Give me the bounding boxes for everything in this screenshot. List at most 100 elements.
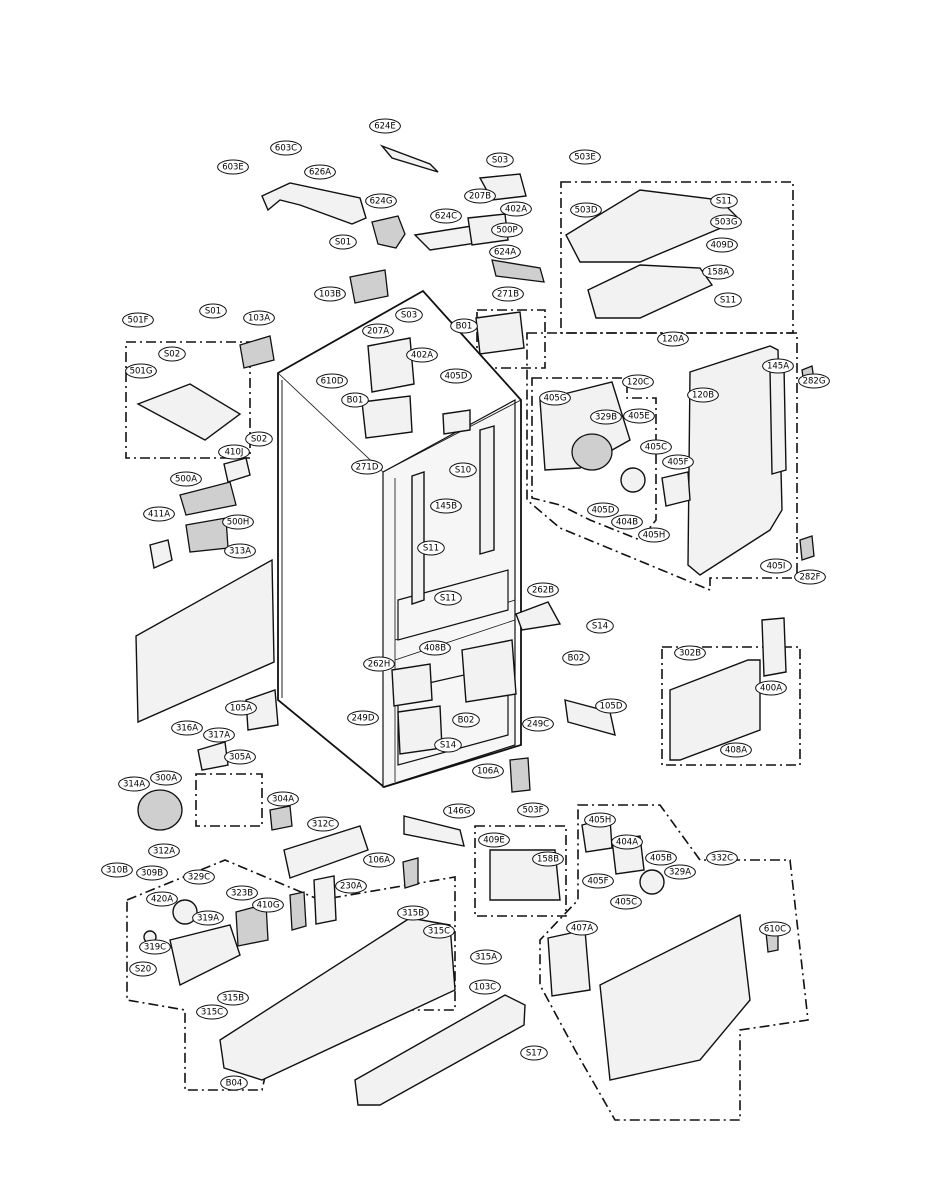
callout-label: 310B <box>106 866 128 876</box>
part-callout: 411A <box>143 506 175 522</box>
part-callout: S11 <box>434 590 462 606</box>
callout-ellipse <box>566 920 598 936</box>
callout-ellipse <box>101 862 133 878</box>
part-callout: 624A <box>489 244 521 260</box>
callout-label: 103B <box>319 290 341 300</box>
part-callout: 501G <box>125 363 157 379</box>
callout-label: S03 <box>492 156 508 166</box>
callout-ellipse <box>755 680 787 696</box>
callout-label: 405F <box>667 458 688 468</box>
callout-label: 314A <box>123 780 145 790</box>
part-callout: 262H <box>363 656 395 672</box>
callout-ellipse <box>430 498 462 514</box>
callout-label: 503E <box>574 153 596 163</box>
part-callout: 146G <box>443 803 475 819</box>
part-callout: 405D <box>587 502 619 518</box>
callout-label: S02 <box>251 435 267 445</box>
part-callout: 405F <box>662 454 694 470</box>
part-callout: S11 <box>710 193 738 209</box>
part-callout: 103A <box>243 310 275 326</box>
part-callout: 405E <box>623 408 655 424</box>
callout-ellipse <box>762 358 794 374</box>
callout-ellipse <box>760 558 792 574</box>
callout-label: 207A <box>367 327 389 337</box>
part-callout: 300A <box>150 770 182 786</box>
callout-label: B02 <box>568 654 585 664</box>
callout-label: 329B <box>595 413 617 423</box>
callout-ellipse <box>472 763 504 779</box>
part-callout: 404B <box>611 514 643 530</box>
callout-ellipse <box>449 462 477 478</box>
callout-ellipse <box>226 885 258 901</box>
callout-label: S17 <box>526 1049 542 1059</box>
callout-ellipse <box>586 618 614 634</box>
callout-ellipse <box>520 1045 548 1061</box>
callout-ellipse <box>341 392 369 408</box>
callout-ellipse <box>150 770 182 786</box>
callout-ellipse <box>335 878 367 894</box>
callout-ellipse <box>645 850 677 866</box>
callout-label: 106A <box>368 856 390 866</box>
part-callout: 624E <box>369 118 401 134</box>
callout-ellipse <box>584 812 616 828</box>
callout-label: 405H <box>589 816 612 826</box>
callout-ellipse <box>196 1004 228 1020</box>
part-callout: 103B <box>314 286 346 302</box>
part-callout: 207A <box>362 323 394 339</box>
callout-label: S10 <box>455 466 471 476</box>
callout-label: 400A <box>760 684 782 694</box>
callout-label: 402A <box>505 205 527 215</box>
part-callout: S03 <box>395 307 423 323</box>
callout-label: 319A <box>197 914 219 924</box>
callout-ellipse <box>304 164 336 180</box>
part-callout: 402A <box>406 347 438 363</box>
callout-ellipse <box>587 502 619 518</box>
callout-label: 105D <box>600 702 623 712</box>
callout-label: 624G <box>370 197 393 207</box>
callout-label: S11 <box>423 544 439 554</box>
part-callout: 503G <box>710 214 742 230</box>
part-callout: S02 <box>245 431 273 447</box>
part-callout: 503D <box>570 202 602 218</box>
callout-label: 501G <box>130 367 153 377</box>
callout-ellipse <box>307 816 339 832</box>
callout-label: 146G <box>448 807 471 817</box>
callout-ellipse <box>192 910 224 926</box>
callout-label: 405E <box>628 412 650 422</box>
part-callout: 405D <box>440 368 472 384</box>
callout-label: 610D <box>321 377 344 387</box>
part-callout: 603C <box>270 140 302 156</box>
callout-label: 305A <box>229 753 251 763</box>
part-callout: B02 <box>452 712 480 728</box>
callout-label: 282G <box>803 377 826 387</box>
part-callout: 319C <box>139 939 171 955</box>
callout-label: 315B <box>402 909 424 919</box>
callout-label: 500H <box>227 518 250 528</box>
part-callout: S01 <box>329 234 357 250</box>
callout-ellipse <box>569 149 601 165</box>
callout-label: 405B <box>650 854 672 864</box>
callout-ellipse <box>129 961 157 977</box>
callout-ellipse <box>452 712 480 728</box>
callout-label: 249D <box>352 714 375 724</box>
part-callout: 332C <box>706 850 738 866</box>
callout-label: 271D <box>356 463 379 473</box>
callout-ellipse <box>347 710 379 726</box>
part-callout: 313A <box>224 543 256 559</box>
part-callout: S10 <box>449 462 477 478</box>
callout-ellipse <box>363 656 395 672</box>
part-callout: S14 <box>586 618 614 634</box>
callout-label: 405D <box>592 506 615 516</box>
callout-ellipse <box>759 921 791 937</box>
part-callout: 405H <box>584 812 616 828</box>
part-callout: 309B <box>136 865 168 881</box>
callout-ellipse <box>225 700 257 716</box>
callout-label: 249C <box>527 720 549 730</box>
callout-label: 411A <box>148 510 170 520</box>
part-callout: 407A <box>566 920 598 936</box>
callout-ellipse <box>470 949 502 965</box>
part-callout: 402A <box>500 201 532 217</box>
callout-label: 158B <box>537 855 559 865</box>
part-callout: 405G <box>539 390 571 406</box>
